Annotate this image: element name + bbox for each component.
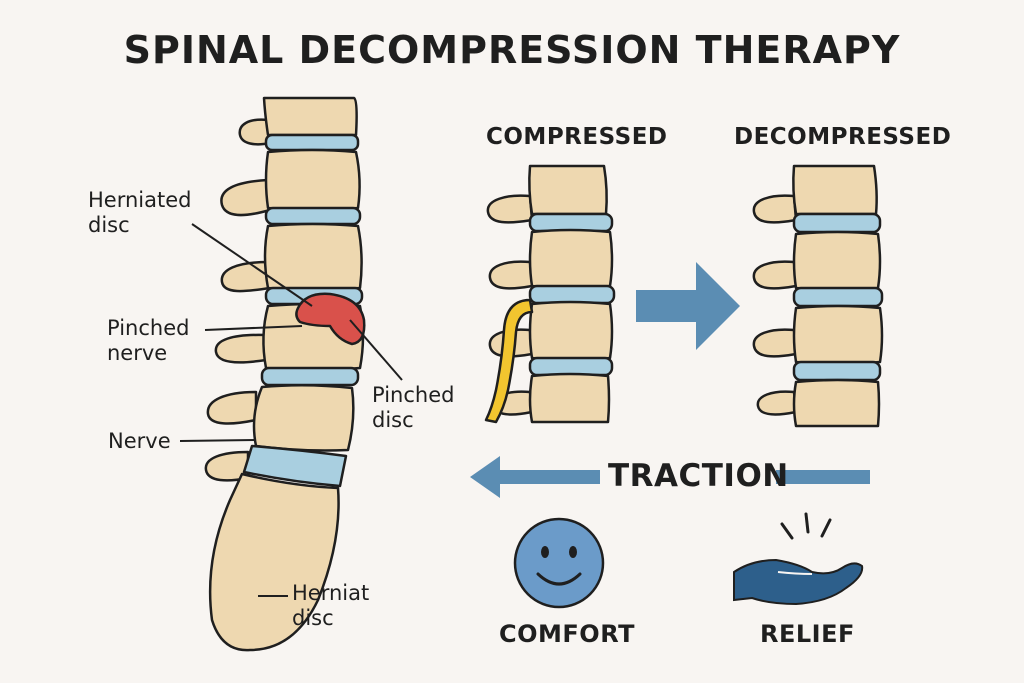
spinous-process <box>206 390 258 425</box>
disc <box>264 206 362 226</box>
spinous-process <box>214 333 268 364</box>
label-line: Pinched <box>107 316 190 340</box>
spinous-process <box>752 194 798 224</box>
smiley-face-icon <box>513 517 605 609</box>
disc <box>242 444 348 488</box>
left-spine <box>204 96 366 652</box>
disc <box>528 284 616 305</box>
spinous-process <box>204 450 250 482</box>
label-herniated-disc: Herniated disc <box>88 188 191 238</box>
herniated-disc-bulge <box>295 292 366 346</box>
pinched-nerve <box>484 298 534 424</box>
label-leaders <box>179 223 403 597</box>
vertebra <box>528 228 614 290</box>
open-hand-icon <box>733 512 864 606</box>
page-title: SPINAL DECOMPRESSION THERAPY <box>123 28 901 72</box>
spinous-process <box>488 260 534 290</box>
vertebra <box>252 383 355 452</box>
vertebra <box>792 164 878 216</box>
leader-nerve <box>179 439 257 442</box>
compressed-heading: COMPRESSED <box>486 124 668 150</box>
label-line: nerve <box>107 341 168 365</box>
disc <box>792 360 882 382</box>
leader-herniated-disc <box>191 223 313 307</box>
vertebra <box>262 96 358 137</box>
leader-pinched-nerve <box>204 325 303 331</box>
spinous-process <box>486 194 534 224</box>
vertebra <box>528 300 614 362</box>
label-line: Pinched <box>372 383 455 407</box>
disc <box>528 212 614 233</box>
vertebra <box>792 304 884 366</box>
disc <box>260 366 360 387</box>
vertebra <box>264 148 361 212</box>
disc <box>792 212 882 234</box>
label-line: Herniated <box>88 188 192 212</box>
vertebra <box>528 164 608 216</box>
label-nerve: Nerve <box>108 429 171 453</box>
relief-label: RELIEF <box>760 620 855 648</box>
spinous-process <box>220 178 272 217</box>
compressed-spine <box>484 164 616 424</box>
label-line: disc <box>88 213 130 237</box>
transition-arrow <box>636 262 740 350</box>
spinous-process <box>752 328 798 358</box>
spinous-process <box>752 260 798 290</box>
vertebra <box>528 372 611 424</box>
label-pinched-disc: Pinched disc <box>372 383 454 433</box>
spinous-process <box>756 390 798 416</box>
label-herniat-disc: Herniat disc <box>292 581 369 631</box>
label-pinched-nerve: Pinched nerve <box>107 316 189 366</box>
label-line: disc <box>372 408 414 432</box>
spinous-process <box>238 118 272 146</box>
label-line: disc <box>292 606 334 630</box>
decompressed-heading: DECOMPRESSED <box>734 124 952 150</box>
sacrum <box>208 472 340 652</box>
leader-pinched-disc <box>349 319 403 381</box>
vertebra <box>792 230 882 292</box>
disc <box>528 356 614 377</box>
spinous-process <box>220 260 272 293</box>
traction-label: TRACTION <box>608 458 789 494</box>
label-line: Herniat <box>292 581 370 605</box>
vertebra <box>263 222 363 292</box>
comfort-label: COMFORT <box>499 620 635 648</box>
decompressed-spine <box>752 164 884 428</box>
traction-arrow <box>470 456 870 498</box>
disc <box>264 133 360 152</box>
disc <box>792 286 884 308</box>
vertebra <box>792 378 881 428</box>
